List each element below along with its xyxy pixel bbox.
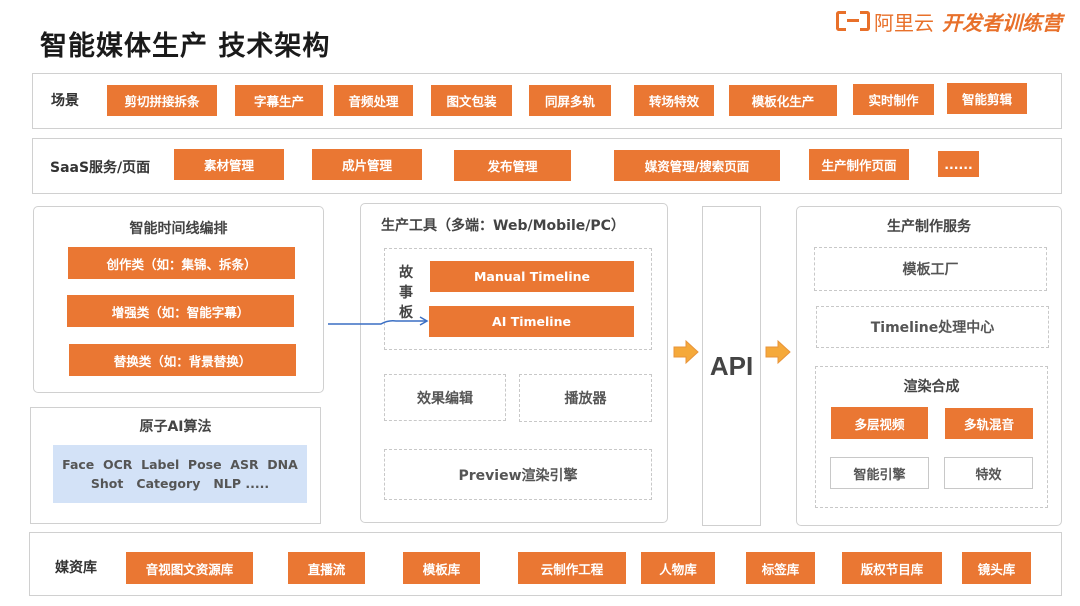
brand-logo: 阿里云 开发者训练营 <box>836 8 1062 35</box>
scenes-label: 场景 <box>51 93 79 109</box>
render-item[interactable]: 多层视频 <box>831 407 928 439</box>
render-item[interactable]: 多轨混音 <box>945 408 1033 439</box>
timeline-type-item[interactable]: 替换类（如：背景替换） <box>69 344 296 376</box>
scene-item[interactable]: 模板化生产 <box>729 85 837 116</box>
brand-subtitle: 开发者训练营 <box>942 10 1062 35</box>
scene-item[interactable]: 转场特效 <box>634 85 714 116</box>
storyboard-label: 故事板 <box>399 265 413 321</box>
ai-timeline-button[interactable]: AI Timeline <box>429 306 634 337</box>
media-library-item[interactable]: 人物库 <box>641 552 715 584</box>
timeline-orchestration-title: 智能时间线编排 <box>129 221 228 237</box>
production-service-title: 生产制作服务 <box>887 219 971 235</box>
render-compose-box: 渲染合成 多层视频 多轨混音 智能引擎 特效 <box>815 366 1048 508</box>
storyboard-box: 故事板 Manual Timeline AI Timeline <box>384 248 652 350</box>
media-library-item[interactable]: 标签库 <box>746 552 815 584</box>
player-box[interactable]: 播放器 <box>519 374 652 422</box>
scene-item[interactable]: 同屏多轨 <box>529 85 611 116</box>
template-factory-box[interactable]: 模板工厂 <box>814 247 1047 291</box>
media-library-item[interactable]: 版权节目库 <box>842 552 942 584</box>
production-tools-title: 生产工具（多端：Web/Mobile/PC） <box>381 218 625 234</box>
saas-item[interactable]: 素材管理 <box>174 149 284 180</box>
timeline-type-item[interactable]: 增强类（如：智能字幕） <box>67 295 294 327</box>
page-title: 智能媒体生产 技术架构 <box>40 31 331 62</box>
render-compose-title: 渲染合成 <box>903 379 960 395</box>
ai-algorithms-line1: Face OCR Label Pose ASR DNA <box>62 457 298 472</box>
media-library-item[interactable]: 模板库 <box>403 552 480 584</box>
ai-algorithms-line2: Shot Category NLP ..... <box>90 476 270 491</box>
scene-item[interactable]: 音频处理 <box>334 85 413 116</box>
api-label: API <box>709 350 754 381</box>
scene-item[interactable]: 剪切拼接拆条 <box>107 85 217 116</box>
scene-item[interactable]: 字幕生产 <box>235 85 323 116</box>
api-panel: API <box>702 206 761 526</box>
arrow-right-icon <box>673 339 699 365</box>
connector-arrow <box>328 316 429 326</box>
media-library-label: 媒资库 <box>55 560 97 576</box>
saas-label: SaaS服务/页面 <box>50 160 151 176</box>
saas-item[interactable]: 媒资管理/搜索页面 <box>614 150 780 181</box>
manual-timeline-button[interactable]: Manual Timeline <box>430 261 634 292</box>
timeline-center-box[interactable]: Timeline处理中心 <box>816 306 1049 348</box>
ai-algorithms-box: Face OCR Label Pose ASR DNA Shot Categor… <box>53 445 307 503</box>
aliyun-bracket-logo-icon <box>836 11 870 31</box>
production-tools-panel: 生产工具（多端：Web/Mobile/PC） 故事板 Manual Timeli… <box>360 203 668 523</box>
brand-name: 阿里云 <box>874 10 934 35</box>
scene-item[interactable]: 实时制作 <box>853 84 934 115</box>
render-item[interactable]: 特效 <box>944 457 1033 489</box>
media-library-row: 媒资库 音视图文资源库 直播流 模板库 云制作工程 人物库 标签库 版权节目库 … <box>29 532 1062 596</box>
scene-item[interactable]: 图文包装 <box>431 85 512 116</box>
saas-item[interactable]: 成片管理 <box>312 149 422 180</box>
render-item[interactable]: 智能引擎 <box>830 457 929 489</box>
atomic-ai-panel: 原子AI算法 Face OCR Label Pose ASR DNA Shot … <box>30 407 321 524</box>
effect-edit-box[interactable]: 效果编辑 <box>384 374 506 421</box>
production-service-panel: 生产制作服务 模板工厂 Timeline处理中心 渲染合成 多层视频 多轨混音 … <box>796 206 1062 526</box>
timeline-orchestration-panel: 智能时间线编排 创作类（如：集锦、拆条） 增强类（如：智能字幕） 替换类（如：背… <box>33 206 324 393</box>
preview-engine-box[interactable]: Preview渲染引擎 <box>384 449 652 500</box>
arrow-right-icon <box>765 339 791 365</box>
scene-item[interactable]: 智能剪辑 <box>947 83 1027 114</box>
saas-item[interactable]: 发布管理 <box>454 150 571 181</box>
saas-item[interactable]: ...... <box>938 151 979 177</box>
media-library-item[interactable]: 直播流 <box>288 552 365 584</box>
atomic-ai-title: 原子AI算法 <box>139 419 212 435</box>
media-library-item[interactable]: 云制作工程 <box>518 552 626 584</box>
scenes-row: 场景 剪切拼接拆条 字幕生产 音频处理 图文包装 同屏多轨 转场特效 模板化生产… <box>32 73 1062 129</box>
timeline-type-item[interactable]: 创作类（如：集锦、拆条） <box>68 247 295 279</box>
media-library-item[interactable]: 音视图文资源库 <box>126 552 253 584</box>
saas-item[interactable]: 生产制作页面 <box>809 149 909 180</box>
saas-row: SaaS服务/页面 素材管理 成片管理 发布管理 媒资管理/搜索页面 生产制作页… <box>32 138 1062 194</box>
media-library-item[interactable]: 镜头库 <box>962 552 1031 584</box>
